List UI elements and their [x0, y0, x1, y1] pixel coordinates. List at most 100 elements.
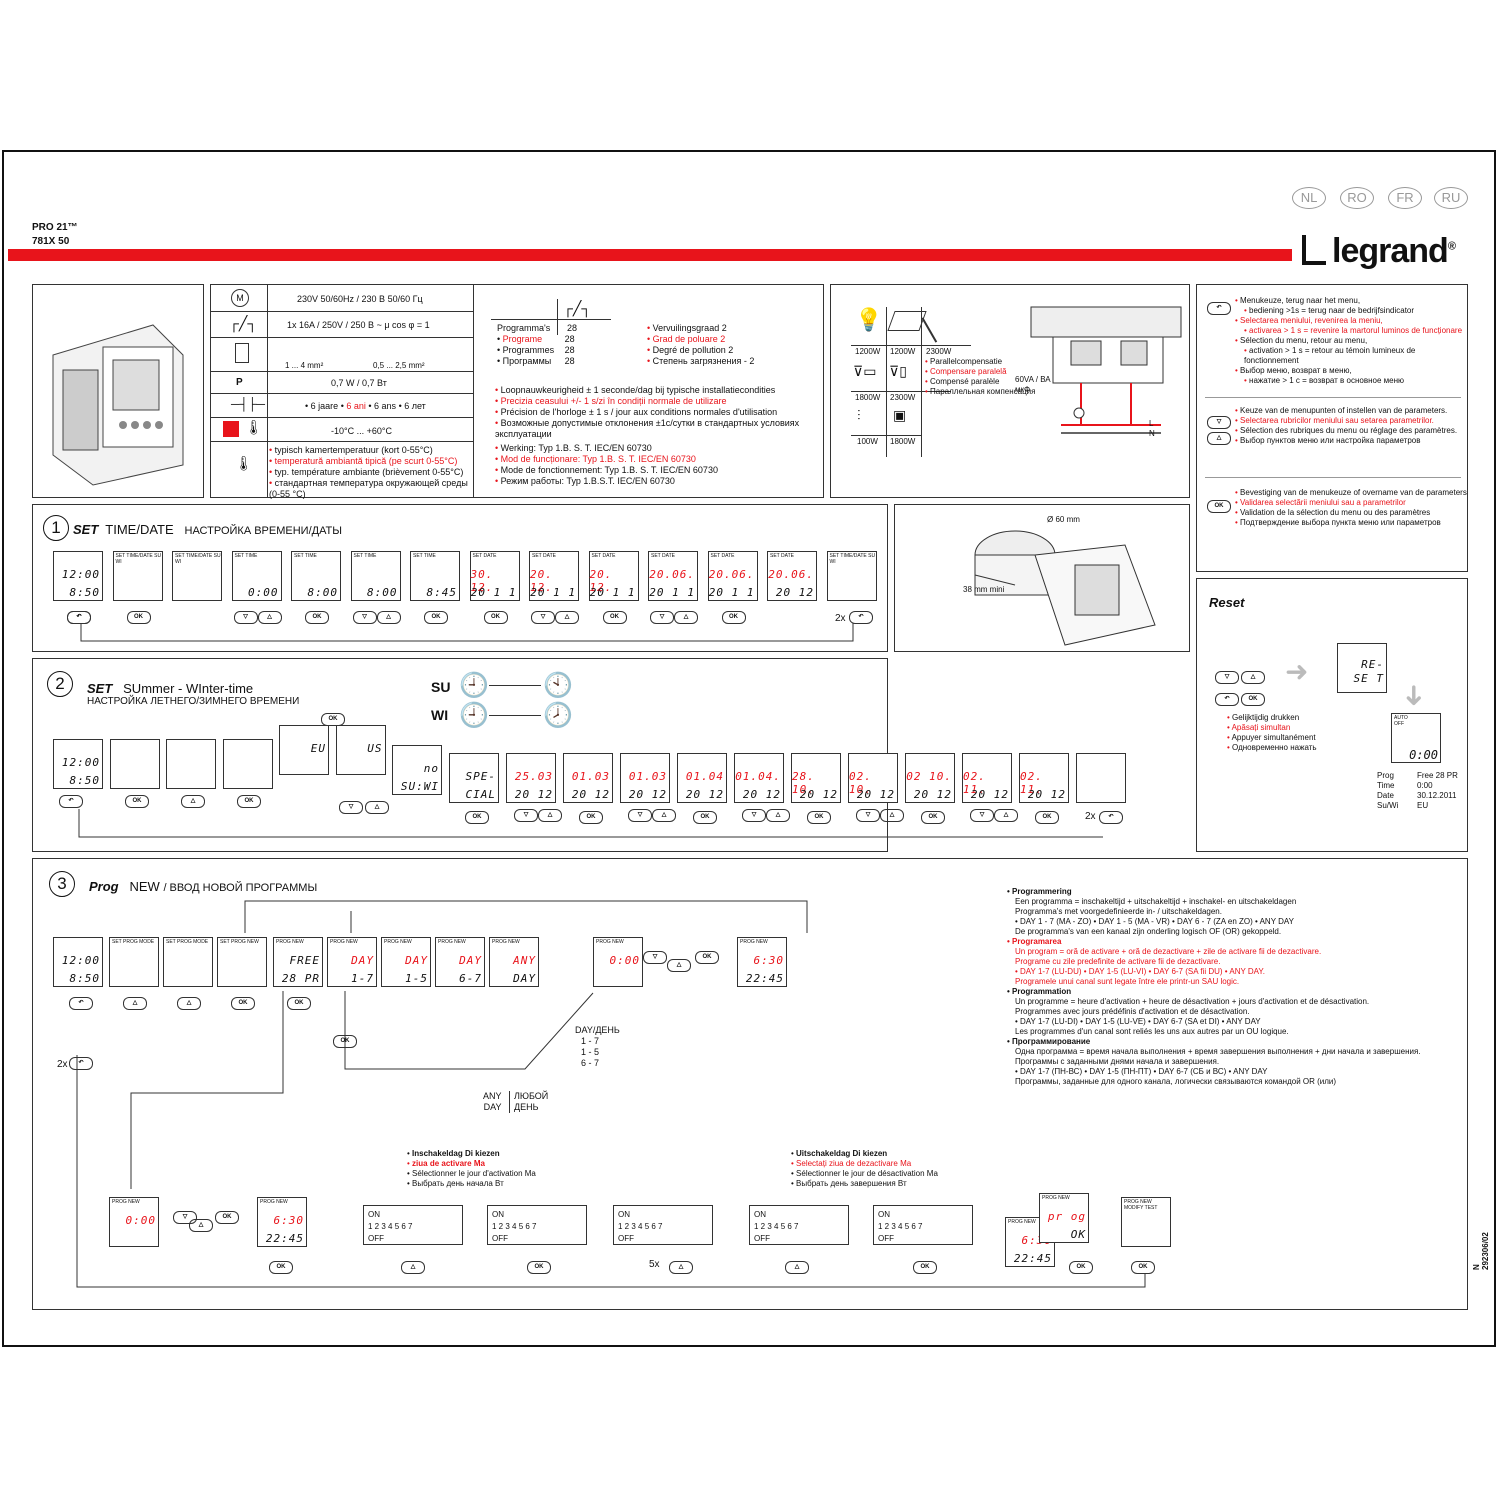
s1-up-button-8[interactable]: △: [555, 611, 579, 624]
reset-back-button[interactable]: ↶: [1215, 693, 1239, 706]
s1-button-7[interactable]: OK: [483, 611, 508, 624]
s1-button-1[interactable]: OK: [126, 611, 151, 624]
s2-ok-button-2[interactable]: OK: [237, 795, 261, 808]
accuracy-list: Loopnauwkeurigheid ± 1 seconde/dag bij t…: [495, 385, 815, 440]
pollution-list: Vervuilingsgraad 2 Grad de poluare 2 Deg…: [647, 323, 755, 367]
s3-ok-button-10[interactable]: OK: [1131, 1261, 1155, 1274]
s2-ok-button-x0[interactable]: OK: [465, 811, 489, 824]
s1-down-button-10[interactable]: ▽: [650, 611, 674, 624]
s2-display-16: 02. 11.20 12: [962, 753, 1012, 803]
s2-ok-button-x6[interactable]: OK: [807, 811, 831, 824]
s3-up-button-4[interactable]: △: [189, 1219, 213, 1232]
reset-ok-button[interactable]: OK: [1241, 693, 1265, 706]
s1-up-button-5[interactable]: △: [376, 611, 401, 624]
s2-down-button-x7[interactable]: ▽: [856, 809, 880, 822]
s3-up-button-6[interactable]: △: [669, 1261, 693, 1274]
s2-display-14: 02. 10.20 12: [848, 753, 898, 803]
s1-up-button-3[interactable]: △: [257, 611, 282, 624]
s3-ok-button-2[interactable]: OK: [287, 997, 311, 1010]
s2-ok-button-x4[interactable]: OK: [693, 811, 717, 824]
s2-up-button-x7[interactable]: △: [880, 809, 904, 822]
s2-down-button-x3[interactable]: ▽: [628, 809, 652, 822]
s2-up-button-1[interactable]: △: [181, 795, 205, 808]
s1-display-2: SET TIME/DATE SU WI: [172, 551, 222, 601]
s3-back-button-2[interactable]: ↶: [69, 1057, 93, 1070]
lang-fr[interactable]: FR: [1388, 187, 1422, 209]
s1-down-button-8[interactable]: ▽: [531, 611, 555, 624]
s3-up-button-7[interactable]: △: [785, 1261, 809, 1274]
operation-list: Werking: Typ 1.B. S. T. IEC/EN 60730 Mod…: [495, 443, 815, 487]
s2-up-button-x5[interactable]: △: [766, 809, 790, 822]
lang-ru[interactable]: RU: [1434, 187, 1468, 209]
terminal-icon: [235, 343, 249, 363]
s3-down-button-2[interactable]: ▽: [173, 1211, 197, 1224]
s1-display-13: SET TIME/DATE SU WI: [826, 551, 877, 601]
reset-down-button[interactable]: ▽: [1215, 671, 1239, 684]
lang-nl[interactable]: NL: [1292, 187, 1326, 209]
s2-ok-button-1[interactable]: OK: [125, 795, 149, 808]
clock-icon-wi-1: 🕘: [459, 702, 489, 729]
s1-up-button-10[interactable]: △: [674, 611, 698, 624]
s2-up-button-x1[interactable]: △: [538, 809, 562, 822]
s2-down-button-x5[interactable]: ▽: [742, 809, 766, 822]
reset-up-button[interactable]: △: [1241, 671, 1265, 684]
product-code: 781X 50: [32, 236, 70, 247]
s1-button-4[interactable]: OK: [305, 611, 329, 624]
s3-up-button-5[interactable]: △: [401, 1261, 425, 1274]
compensation-list: Parallelcompensatie Compensare paralelă …: [925, 357, 1035, 397]
s2-down-button-1[interactable]: ▽: [339, 801, 363, 814]
s3-ok-button-6[interactable]: OK: [269, 1261, 293, 1274]
s2-ok-button-3[interactable]: OK: [321, 713, 345, 726]
s2-up-button-x9[interactable]: △: [994, 809, 1018, 822]
s1-back-button-end[interactable]: ↶: [849, 611, 873, 624]
s3-up-button-2[interactable]: △: [177, 997, 201, 1010]
s3-down-button-1[interactable]: ▽: [643, 951, 667, 964]
s2-up-button-x3[interactable]: △: [652, 809, 676, 822]
s1-down-button-5[interactable]: ▽: [352, 611, 377, 624]
s1-button-9[interactable]: OK: [602, 611, 627, 624]
s2-back-button-end[interactable]: ↶: [1099, 811, 1123, 824]
thermometer-icon: 🌡: [245, 419, 263, 435]
s1-back-button[interactable]: ↶: [67, 611, 91, 624]
s3-ok-button-4[interactable]: OK: [695, 951, 719, 964]
s3-display-2: SET PROG MODE: [163, 937, 213, 987]
s2-back-button[interactable]: ↶: [59, 795, 83, 808]
s3-up-button-1[interactable]: △: [123, 997, 147, 1010]
s3-ok-button-7[interactable]: OK: [527, 1261, 551, 1274]
s3-ok-button-9[interactable]: OK: [1069, 1261, 1093, 1274]
s2-ok-button-x2[interactable]: OK: [579, 811, 603, 824]
s1-button-6[interactable]: OK: [424, 611, 448, 624]
load-cfl: 100W: [857, 437, 878, 446]
lang-ro[interactable]: RO: [1340, 187, 1374, 209]
s2-down-button-x1[interactable]: ▽: [514, 809, 538, 822]
s2-down-button-x9[interactable]: ▽: [970, 809, 994, 822]
s1-down-button-3[interactable]: ▽: [233, 611, 258, 624]
s3-ok-button-1[interactable]: OK: [231, 997, 255, 1010]
wi-label: WI: [431, 707, 449, 723]
s3-ok-button-5[interactable]: OK: [215, 1211, 239, 1224]
s3-up-button-3[interactable]: △: [667, 959, 691, 972]
s3-ok-button-8[interactable]: OK: [913, 1261, 937, 1274]
s2-display-15: 02 10.20 12: [905, 753, 955, 803]
arrow-right-icon: ➜: [1285, 656, 1309, 687]
s2-ok-button-x10[interactable]: OK: [1035, 811, 1059, 824]
s3-back-button[interactable]: ↶: [69, 997, 93, 1010]
s2-up-button-2[interactable]: △: [365, 801, 389, 814]
s3-display-final: PROG NEW MODIFY TEST: [1121, 1197, 1171, 1247]
s2-ok-button-x8[interactable]: OK: [921, 811, 945, 824]
s1-button-11[interactable]: OK: [721, 611, 746, 624]
section-3-repeat: 2x: [57, 1059, 68, 1070]
